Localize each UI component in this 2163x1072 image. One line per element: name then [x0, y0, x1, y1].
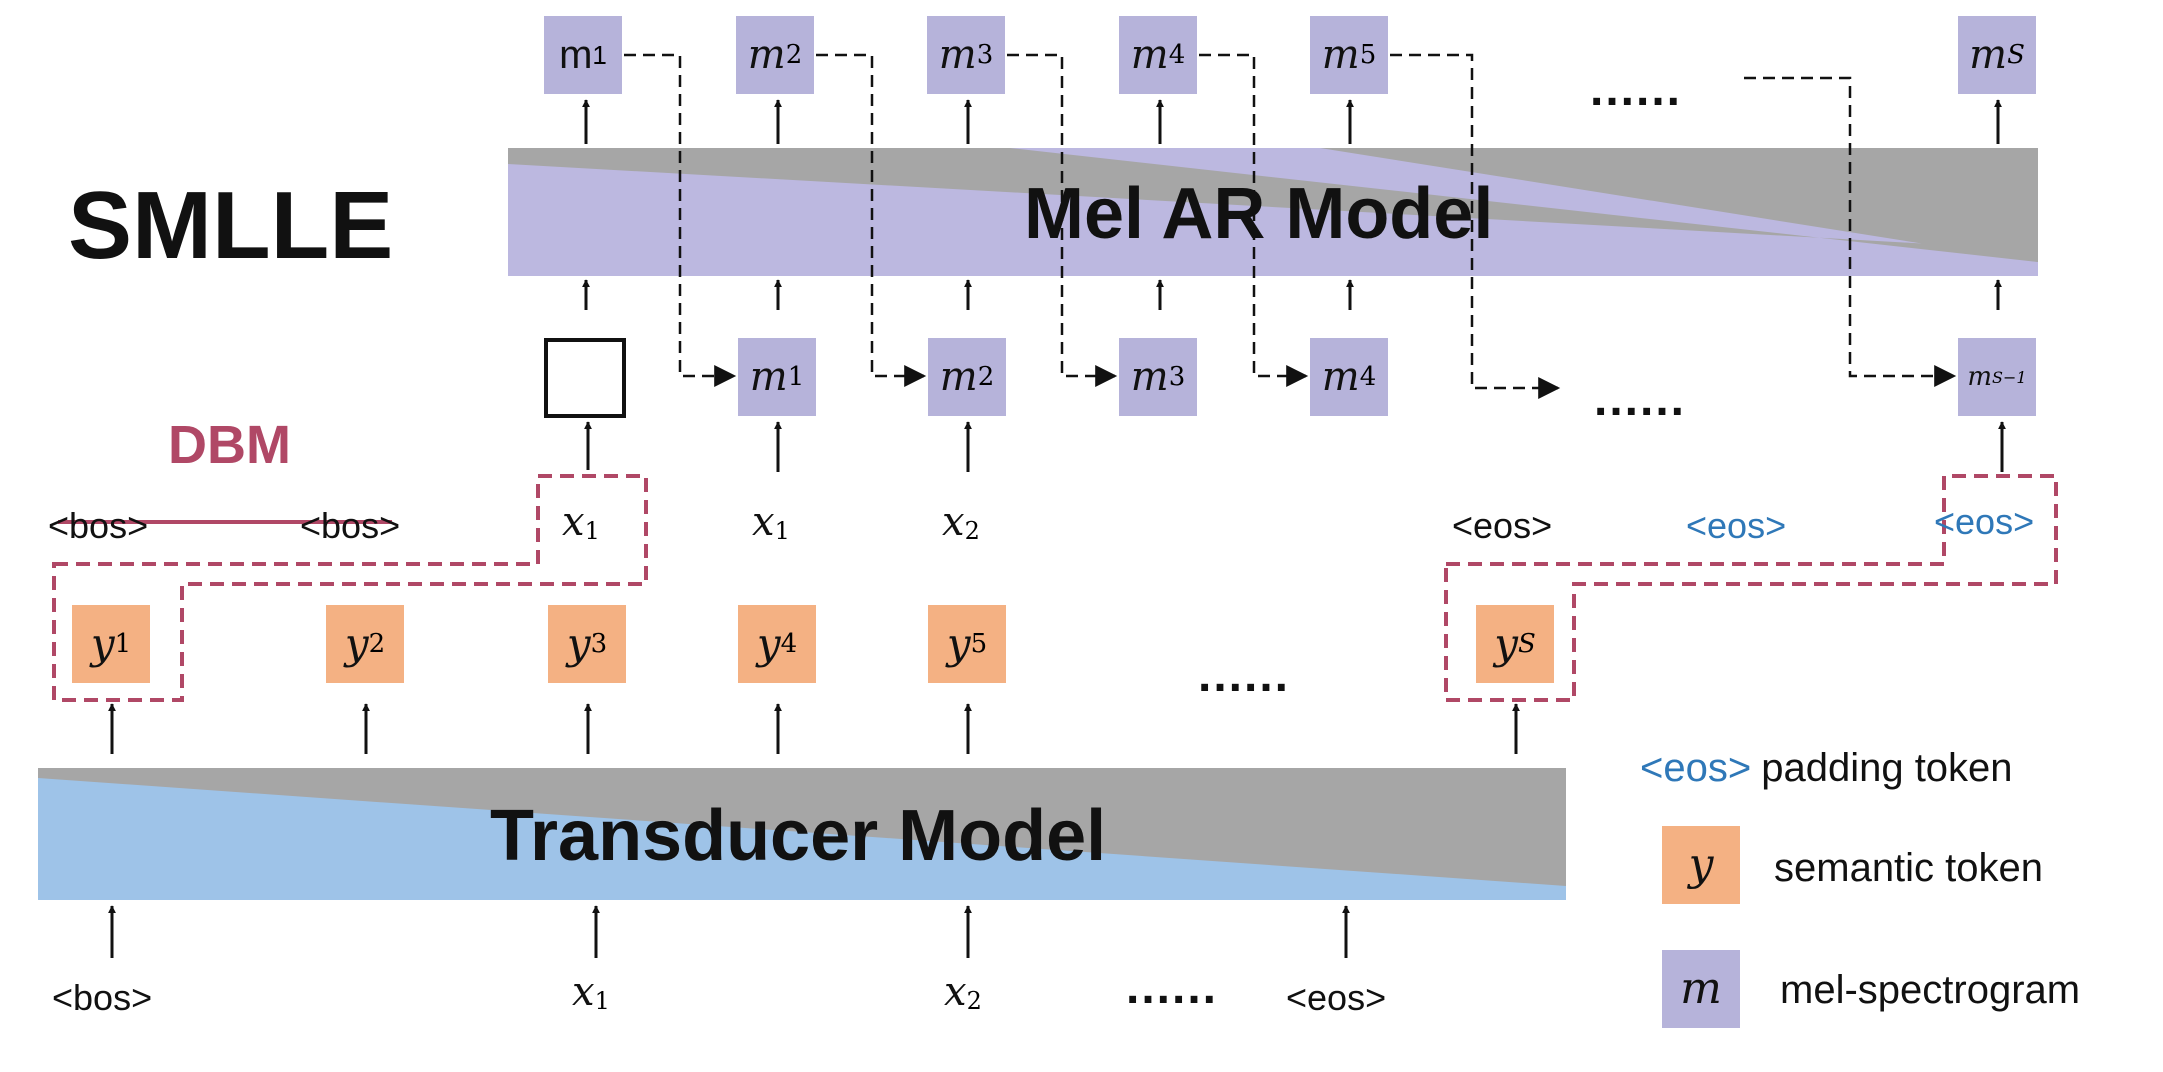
feedback-connector: [1390, 53, 1561, 399]
eos-input: <eos>: [1286, 977, 1387, 1018]
mel-input-boxes: [544, 338, 2036, 418]
mel-input-box: [928, 338, 1006, 416]
mel-ar-model-label: Mel AR Model: [1024, 174, 1494, 254]
feedback-connector: [816, 53, 927, 387]
mel-input-box: [738, 338, 816, 416]
feedback-connector: [624, 53, 737, 387]
mel-output-box: [736, 16, 814, 94]
mel-output-box: [1958, 16, 2036, 94]
mel-ar-model-band: [508, 148, 2038, 276]
mel-input-box: [1310, 338, 1388, 416]
transducer-model-label: Transducer Model: [490, 796, 1107, 876]
mel-input-box: [1119, 338, 1197, 416]
mel-input-box: [1958, 338, 2036, 416]
diagram-title: SMLLE: [68, 172, 394, 279]
solid-arrows: [108, 99, 2006, 958]
dbm-right-outline: [1444, 474, 2058, 702]
feedback-connector: [1007, 53, 1118, 387]
legend-mel-symbol: m: [1680, 963, 1722, 1014]
empty-start-box: [544, 338, 626, 418]
semantic-token-ellipsis: ......: [1198, 649, 1291, 702]
feedback-connector: [1744, 76, 1957, 387]
legend-semantic-box: [1662, 826, 1740, 904]
dbm-label: DBM: [168, 415, 291, 475]
legend-padding-label: padding token: [1761, 746, 2013, 790]
legend-padding-sample: <eos>: [1640, 746, 1752, 790]
mel-input-ellipsis: ......: [1594, 373, 1687, 426]
mel-output-box: [927, 16, 1005, 94]
bottom-input-ellipsis: ......: [1126, 961, 1219, 1014]
legend-mel-box: [1662, 950, 1740, 1028]
bos-token: <bos>: [48, 505, 149, 546]
mel-output-ellipsis: ......: [1590, 63, 1683, 116]
feedback-connector: [1199, 53, 1309, 387]
mel-output-box: [1310, 16, 1388, 94]
semantic-box: [326, 605, 404, 683]
semantic-box: [928, 605, 1006, 683]
mel-output-box: [544, 16, 622, 94]
mel-output-boxes: [544, 16, 2036, 94]
dbm-left-outline: [52, 474, 648, 702]
legend-semantic-label: semantic token: [1774, 846, 2044, 890]
semantic-token-boxes: [72, 605, 1554, 683]
legend-padding: <eos> padding token: [1640, 748, 2013, 788]
transducer-model-band: [38, 768, 1566, 900]
semantic-box: [72, 605, 150, 683]
semantic-box: [1476, 605, 1554, 683]
semantic-box: [738, 605, 816, 683]
bos-token: <bos>: [300, 505, 401, 546]
eos-padding-token: <eos>: [1934, 501, 2035, 542]
text-input-x2: x2: [944, 969, 982, 1016]
feedback-connectors: [624, 53, 1957, 399]
mel-output-box: [1119, 16, 1197, 94]
bos-input: <bos>: [52, 977, 153, 1018]
semantic-box: [548, 605, 626, 683]
eos-token: <eos>: [1452, 505, 1553, 546]
eos-padding-token: <eos>: [1686, 505, 1787, 546]
text-input-x1: x1: [572, 969, 610, 1016]
legend-mel-label: mel-spectrogram: [1780, 968, 2081, 1012]
text-token-x1: x1: [752, 499, 790, 546]
legend-semantic-symbol: y: [1688, 839, 1714, 890]
text-token-x1: x1: [562, 499, 600, 546]
text-token-x2: x2: [942, 499, 980, 546]
